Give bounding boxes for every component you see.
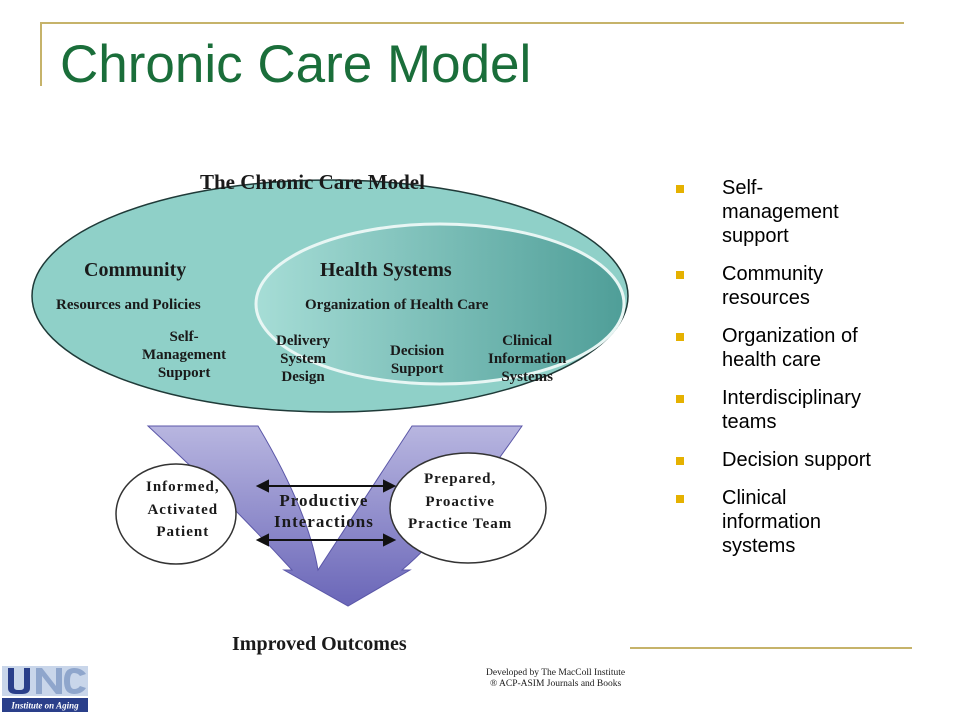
diagram-title: The Chronic Care Model — [200, 170, 425, 194]
frame-left-rule — [40, 22, 42, 86]
bullet-text: Self- management support — [722, 177, 839, 247]
bullet-square-icon — [676, 333, 684, 341]
outcomes-label: Improved Outcomes — [232, 633, 407, 655]
patient-circle — [115, 463, 237, 565]
bullet-item: Self- management support — [676, 176, 916, 248]
bullet-text: Community resources — [722, 263, 824, 309]
interaction-arrows — [255, 479, 397, 547]
bullet-item: Organization of health care — [676, 324, 916, 372]
decision-support-label: Decision Support — [390, 343, 445, 377]
team-circle — [389, 452, 547, 564]
logo-lettering: Institute on Aging — [10, 701, 79, 711]
interactions-label: Productive Interactions — [274, 491, 374, 532]
health-systems-oval — [254, 222, 626, 386]
self-management-label: Self- Management Support — [142, 329, 227, 381]
clinical-info-label: Clinical Information Systems — [488, 333, 567, 385]
credit-text: Developed by The MacColl Institute ® ACP… — [486, 668, 626, 690]
bullet-text: Interdisciplinary teams — [722, 387, 861, 433]
delivery-system-label: Delivery System Design — [276, 333, 331, 385]
bullet-text: Organization of health care — [722, 325, 858, 371]
bullet-item: Community resources — [676, 262, 916, 310]
diagram-graphics — [31, 179, 629, 607]
logo-graphic: Institute on Aging — [2, 666, 88, 712]
health-systems-subtitle: Organization of Health Care — [305, 297, 489, 313]
bullet-square-icon — [676, 271, 684, 279]
frame-bottom-rule — [630, 647, 912, 649]
bullet-item: Clinical information systems — [676, 486, 916, 558]
bullet-text: Decision support — [722, 449, 871, 471]
bullet-item: Decision support — [676, 448, 916, 472]
bullet-item: Interdisciplinary teams — [676, 386, 916, 434]
bullet-square-icon — [676, 185, 684, 193]
bullet-square-icon — [676, 457, 684, 465]
bullet-text: Clinical information systems — [722, 487, 821, 557]
health-systems-heading: Health Systems — [320, 259, 452, 281]
frame-top-rule — [40, 22, 904, 24]
institute-logo-icon: Institute on Aging — [0, 662, 92, 714]
patient-label: Informed, Activated Patient — [146, 479, 220, 540]
community-heading: Community — [84, 259, 187, 281]
bullet-square-icon — [676, 395, 684, 403]
team-label: Prepared, Proactive Practice Team — [408, 471, 513, 532]
slide-title: Chronic Care Model — [60, 35, 532, 94]
bullet-list: Self- management support Community resou… — [676, 176, 916, 572]
community-subtitle: Resources and Policies — [56, 297, 201, 313]
bullet-square-icon — [676, 495, 684, 503]
chronic-care-diagram: The Chronic Care Model Community Resourc… — [30, 158, 640, 703]
